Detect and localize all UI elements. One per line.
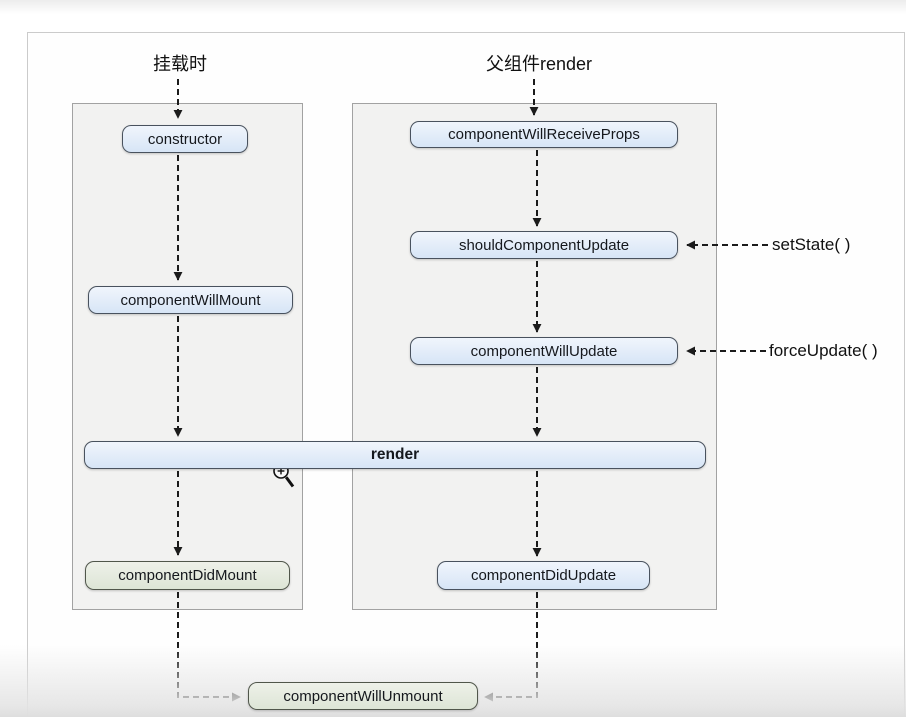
arrow-didmount-to-willunmount [177, 592, 241, 702]
node-component-will-mount: componentWillMount [88, 286, 293, 314]
setstate-annotation: setState( ) [772, 235, 851, 254]
node-render: render [84, 441, 706, 469]
node-constructor: constructor [122, 125, 248, 153]
node-should-component-update: shouldComponentUpdate [410, 231, 678, 259]
node-component-did-mount: componentDidMount [85, 561, 290, 590]
node-component-will-receive-props: componentWillReceiveProps [410, 121, 678, 148]
top-gradient-band [0, 0, 906, 14]
parent-render-title: 父组件render [485, 54, 593, 74]
node-component-will-unmount: componentWillUnmount [248, 682, 478, 710]
mount-phase-title: 挂载时 [153, 54, 207, 74]
forceupdate-annotation: forceUpdate( ) [769, 341, 878, 360]
node-component-did-update: componentDidUpdate [437, 561, 650, 590]
arrow-didupdate-to-willunmount [484, 592, 538, 702]
mount-phase-column [72, 103, 303, 610]
node-component-will-update: componentWillUpdate [410, 337, 678, 365]
